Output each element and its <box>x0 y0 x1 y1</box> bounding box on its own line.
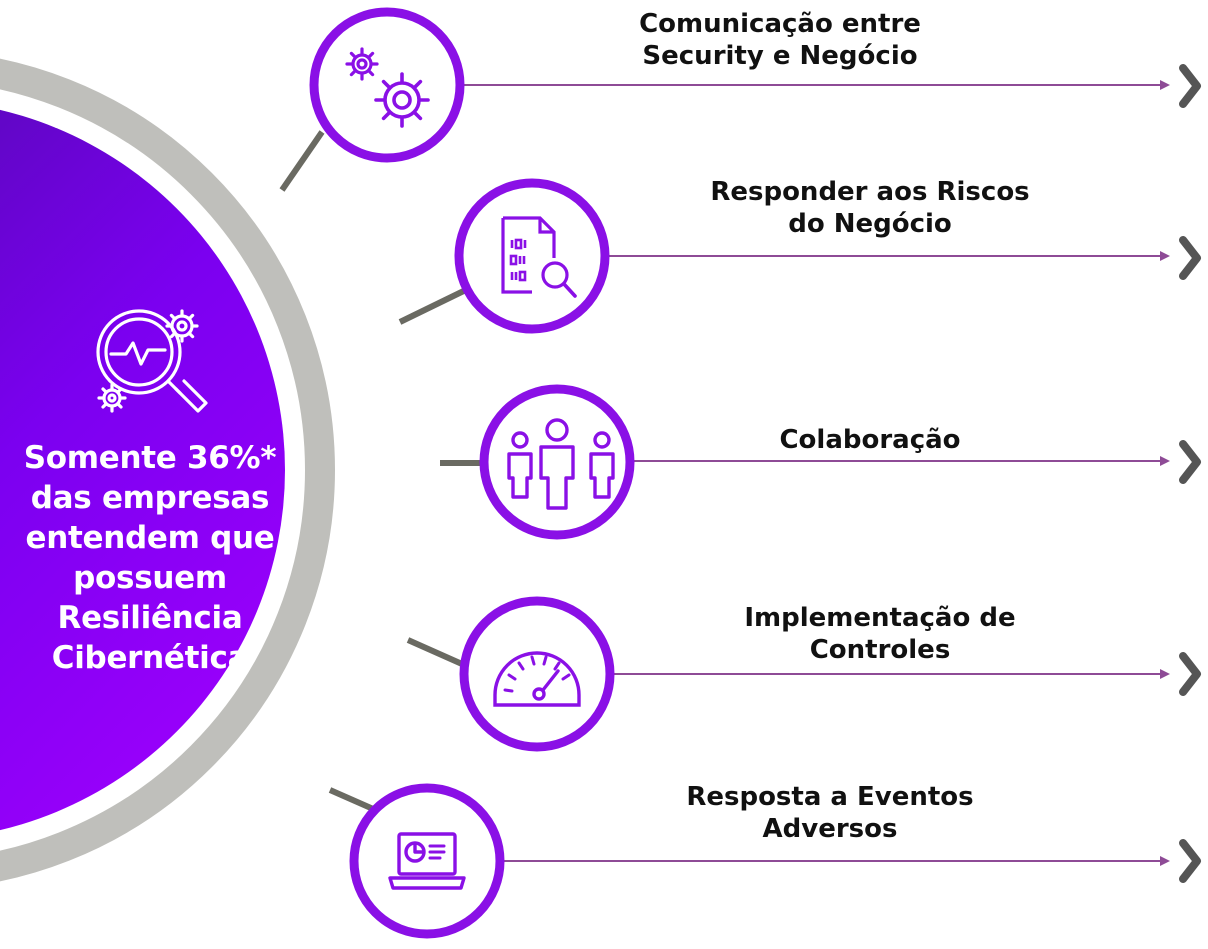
icon-circles <box>309 7 635 939</box>
center-statement: Somente 36%* das empresas entendem que p… <box>0 438 300 678</box>
chevron-right-icon <box>1179 839 1201 883</box>
item-label-line: Responder aos Riscos <box>710 177 1030 207</box>
arrow-head-3 <box>1160 456 1170 466</box>
item-label-line: Colaboração <box>779 425 961 455</box>
chevron-right-icon <box>1179 652 1201 696</box>
item-label-line: Adversos <box>762 814 898 844</box>
people-group-icon <box>507 418 615 510</box>
gauge-icon <box>493 651 581 707</box>
icon-circle-2 <box>454 178 610 334</box>
item-label-events: Resposta a Eventos Adversos <box>640 781 1020 845</box>
item-label-line: Resposta a Eventos <box>686 782 974 812</box>
arrow-head-5 <box>1160 856 1170 866</box>
icon-circle-5 <box>349 783 505 939</box>
item-label-line: Controles <box>809 635 951 665</box>
item-label-line: Security e Negócio <box>642 41 918 71</box>
gears-icon <box>345 47 430 128</box>
item-label-line: do Negócio <box>788 209 952 239</box>
magnifier-gears-heartbeat-icon <box>96 309 208 413</box>
chevron-right-icon <box>1179 236 1201 280</box>
document-search-icon <box>501 216 577 298</box>
item-label-line: Comunicação entre <box>639 9 921 39</box>
icon-circle-4 <box>459 596 615 752</box>
connector-1 <box>279 130 325 192</box>
arrow-head-4 <box>1160 669 1170 679</box>
arrow-head-2 <box>1160 251 1170 261</box>
chevrons <box>1179 64 1201 883</box>
item-label-line: Implementação de <box>744 603 1016 633</box>
center-line: Resiliência <box>57 600 243 636</box>
chevron-right-icon <box>1179 64 1201 108</box>
arrow-lines <box>460 80 1170 866</box>
chevron-right-icon <box>1179 440 1201 484</box>
center-line: Somente 36%* <box>23 440 277 476</box>
center-disc <box>0 109 285 831</box>
icon-circle-3 <box>479 384 635 540</box>
center-line: das empresas <box>30 480 270 516</box>
item-label-risks: Responder aos Riscos do Negócio <box>660 176 1080 240</box>
arrow-head-1 <box>1160 80 1170 90</box>
item-label-communication: Comunicação entre Security e Negócio <box>580 8 980 72</box>
center-line: Cibernética <box>51 640 249 676</box>
item-label-collaboration: Colaboração <box>740 424 1000 456</box>
item-label-controls: Implementação de Controles <box>700 602 1060 666</box>
outer-ring <box>0 58 335 882</box>
center-line: possuem <box>73 560 227 596</box>
laptop-dashboard-icon <box>388 832 466 890</box>
center-line: entendem que <box>25 520 275 556</box>
